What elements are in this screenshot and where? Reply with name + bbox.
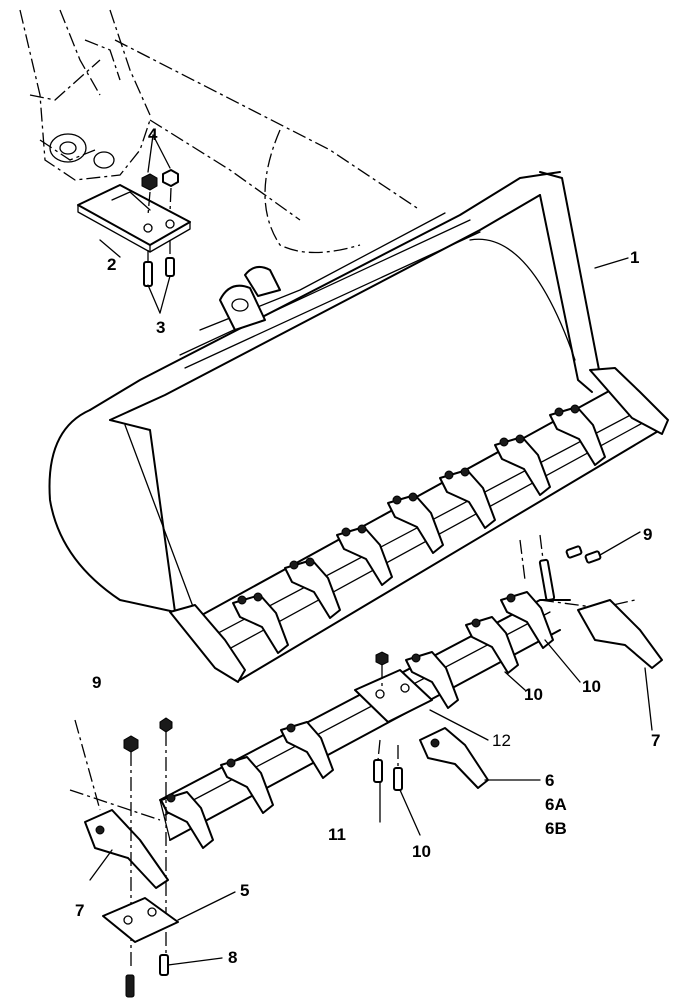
exploded-cutting-edge	[69, 591, 663, 889]
callout-5: 5	[240, 881, 249, 900]
mounting-nuts	[141, 169, 179, 216]
loader-arm-phantom	[19, 9, 421, 254]
bucket	[48, 171, 669, 683]
mounting-plate	[77, 184, 191, 253]
callout-labels: 1 2 3 4 5 6 6A 6B 7 7 8 9 9 10 10 10 11 …	[75, 125, 660, 967]
callout-7-right: 7	[651, 731, 660, 750]
callout-10-right: 10	[582, 677, 601, 696]
callout-12: 12	[492, 731, 511, 750]
callout-6b: 6B	[545, 819, 567, 838]
leader-lines	[89, 134, 653, 966]
callout-9-right: 9	[643, 525, 652, 544]
callout-10-mid: 10	[524, 685, 543, 704]
callout-4: 4	[148, 125, 158, 144]
callout-7-left: 7	[75, 901, 84, 920]
callout-3: 3	[156, 318, 165, 337]
bucket-teeth-row	[232, 404, 606, 654]
callout-1: 1	[630, 248, 639, 267]
callout-6: 6	[545, 771, 554, 790]
callout-10-bottom: 10	[412, 842, 431, 861]
callout-9-left: 9	[92, 673, 101, 692]
callout-6a: 6A	[545, 795, 567, 814]
bottom-fasteners	[74, 534, 602, 998]
callout-2: 2	[107, 255, 116, 274]
callout-11: 11	[328, 825, 346, 844]
callout-8: 8	[228, 948, 237, 967]
